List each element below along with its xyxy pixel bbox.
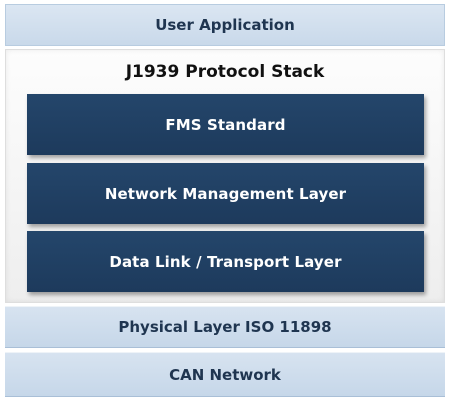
- network-management-label: Network Management Layer: [104, 184, 347, 203]
- can-network-label: CAN Network: [169, 365, 281, 384]
- user-application-label: User Application: [155, 16, 295, 34]
- network-management-layer: Network Management Layer: [27, 163, 424, 224]
- j1939-stack-panel: J1939 Protocol Stack FMS Standard Networ…: [5, 49, 445, 303]
- data-link-transport-label: Data Link / Transport Layer: [109, 252, 342, 271]
- physical-layer-band: Physical Layer ISO 11898: [5, 306, 445, 348]
- can-network-band: CAN Network: [5, 352, 445, 397]
- physical-layer-label: Physical Layer ISO 11898: [118, 318, 332, 336]
- fms-standard-label: FMS Standard: [165, 115, 286, 134]
- data-link-transport-layer: Data Link / Transport Layer: [27, 231, 424, 292]
- user-application-band: User Application: [5, 4, 445, 46]
- stack-title: J1939 Protocol Stack: [125, 62, 325, 82]
- fms-standard-layer: FMS Standard: [27, 94, 424, 155]
